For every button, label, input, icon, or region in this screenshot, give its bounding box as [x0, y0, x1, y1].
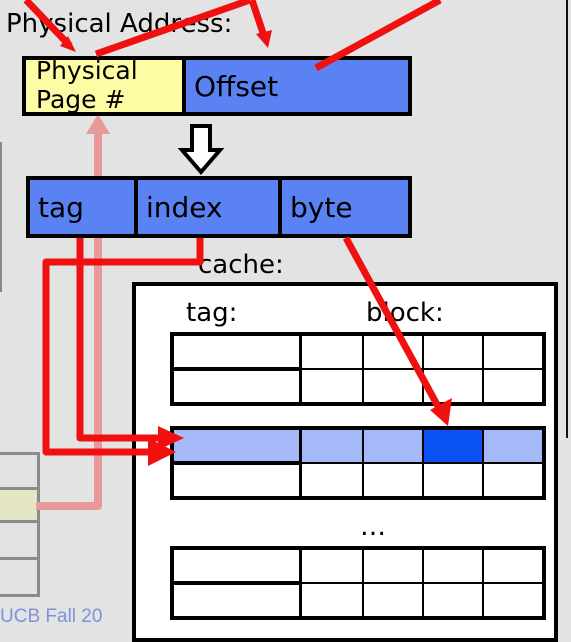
cache-block-header: block: [366, 298, 444, 328]
cache-set-frame [170, 426, 546, 500]
cache-set-frame [170, 332, 546, 406]
index-field: index [134, 176, 282, 238]
cache-label: cache: [198, 250, 284, 280]
index-label: index [146, 190, 223, 224]
down-arrow-icon [177, 124, 225, 176]
tag-field: tag [26, 176, 138, 238]
cache-set-frame [170, 546, 546, 620]
cache-block-byte-cell [362, 582, 426, 620]
ghost-table-cell [0, 557, 40, 597]
physical-address-label: Physical Address: [6, 9, 233, 39]
physical-page-label-line2: Page # [36, 85, 126, 114]
physical-page-label-line1: Physical [36, 56, 138, 85]
left-divider-line [0, 142, 2, 292]
cache-tag-header: tag: [186, 298, 238, 328]
footer-text: UCB Fall 20 [0, 606, 103, 627]
ghost-table-cell [0, 452, 40, 490]
cache-block-byte-cell [482, 462, 546, 500]
ellipsis-marker: … [360, 512, 386, 542]
byte-field: byte [278, 176, 412, 238]
tag-label: tag [38, 190, 84, 224]
offset-label: Offset [194, 69, 279, 103]
byte-label: byte [290, 190, 353, 224]
physical-page-field: Physical Page # [22, 56, 186, 116]
right-divider-line [566, 0, 568, 438]
cache-block-byte-cell [300, 582, 364, 620]
ghost-table-cell [0, 520, 40, 560]
offset-field: Offset [182, 56, 412, 116]
ghost-table-cell-highlighted [0, 487, 40, 523]
